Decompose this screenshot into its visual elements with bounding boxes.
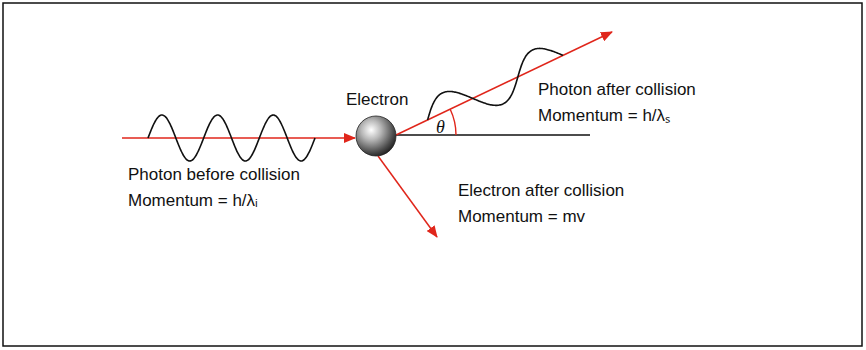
particle-label: Electron after collision [458, 181, 624, 201]
incident-ray [122, 137, 355, 139]
momentum-label: Momentum = h/λᵢ [128, 191, 258, 211]
incident-wave [148, 115, 315, 161]
particle-label: Electron [346, 90, 408, 110]
reference-line [396, 134, 590, 135]
angle-symbol: θ [436, 118, 445, 136]
photon-label: Photon after collision [538, 80, 696, 100]
momentum-label: Momentum = h/λₛ [538, 106, 670, 126]
momentum-label: Momentum = mv [458, 207, 585, 227]
photon-label: Photon before collision [128, 165, 300, 185]
electron-sphere [356, 116, 396, 156]
frame-border [3, 3, 862, 346]
recoil-ray [378, 156, 437, 237]
angle-arc [450, 109, 456, 135]
